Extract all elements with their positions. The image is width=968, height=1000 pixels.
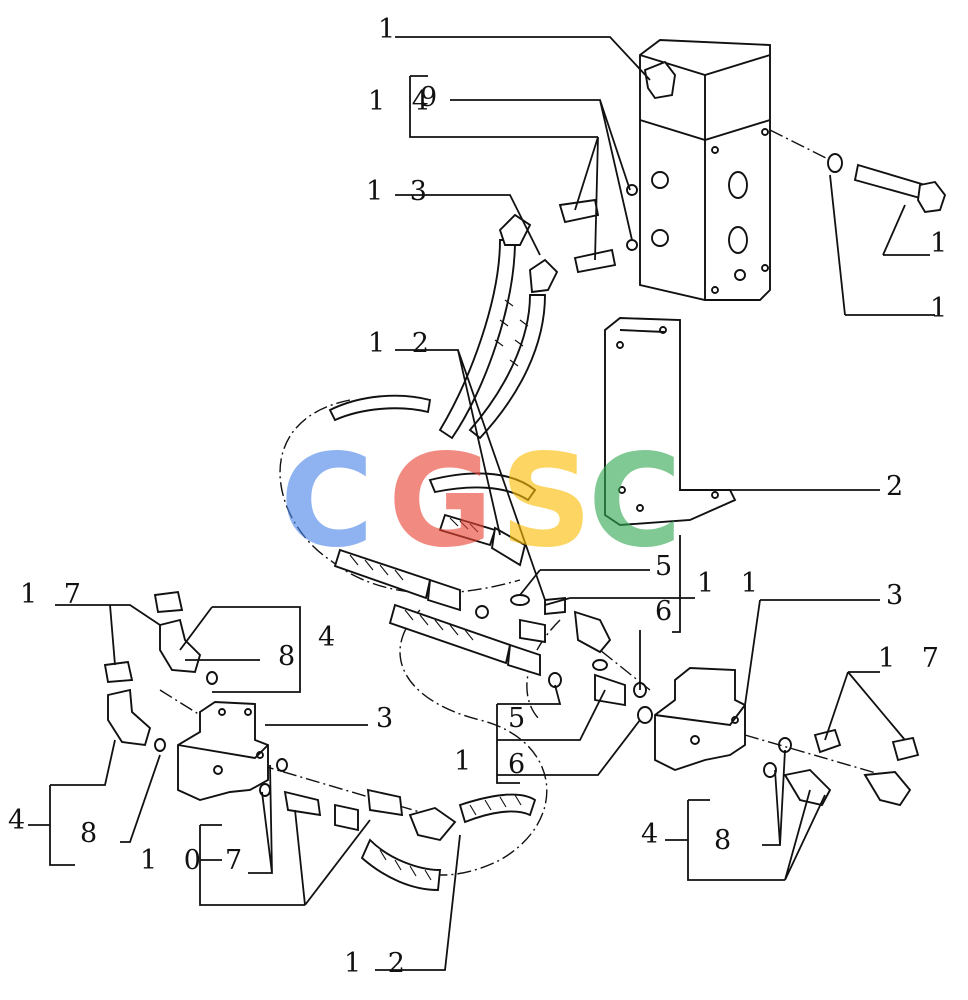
- watermark-letter-g: G: [388, 427, 493, 576]
- watermark-letter-s: S: [500, 427, 592, 576]
- callout-12-mid: 1 2: [368, 328, 438, 359]
- callout-2: 2: [886, 471, 912, 502]
- callout-16-right: 1 6: [930, 293, 968, 324]
- callout-15-right: 1: [930, 228, 956, 259]
- valve-block: [626, 39, 771, 301]
- right-fittings: [763, 728, 920, 807]
- bottom-fittings: [283, 788, 404, 832]
- callout-13: 1 3: [366, 176, 436, 207]
- callout-11: 1 1: [697, 568, 767, 599]
- callout-3-right: 3: [886, 580, 912, 611]
- callout-1-top: 1: [378, 14, 404, 45]
- hoses: [328, 213, 612, 891]
- callout-14: 1 4: [368, 86, 438, 117]
- callout-8-left-top: 8: [278, 641, 304, 672]
- callout-6-lower: 6: [508, 749, 534, 780]
- leader-lines: [28, 36, 935, 971]
- callout-8-right: 8: [714, 825, 740, 856]
- callout-8-left-bottom: 8: [80, 818, 106, 849]
- callout-12-bottom: 1 2: [344, 948, 414, 979]
- left-block: [177, 701, 269, 802]
- callout-6-mid: 6: [655, 596, 681, 627]
- valve-fittings: [558, 198, 617, 274]
- left-fittings: [103, 590, 288, 797]
- callout-5-lower: 5: [508, 703, 534, 734]
- watermark-letter-c1: C: [280, 427, 374, 576]
- bolt: [827, 153, 947, 214]
- callout-17-left: 1 7: [20, 579, 90, 610]
- callouts: 1 1 4 9 1 3 1 1 6 1 2 2 5 1 1 3 1 7 4 8 …: [8, 14, 968, 979]
- callout-9: 9: [420, 82, 446, 113]
- watermark-logo: C G S C: [280, 427, 682, 576]
- callout-3-left: 3: [376, 703, 402, 734]
- callout-5-mid: 5: [655, 551, 681, 582]
- callout-4-left-top: 4: [318, 622, 344, 653]
- callout-4-left-bottom: 4: [8, 805, 34, 836]
- bracket: [604, 317, 737, 526]
- callout-1-lower: 1: [454, 746, 480, 777]
- callout-7: 7: [225, 845, 251, 876]
- right-block: [548, 659, 746, 772]
- watermark-letter-c2: C: [588, 427, 682, 576]
- callout-10: 1 0: [140, 845, 210, 876]
- callout-17-right: 1 7: [878, 643, 948, 674]
- callout-4-right: 4: [641, 819, 667, 850]
